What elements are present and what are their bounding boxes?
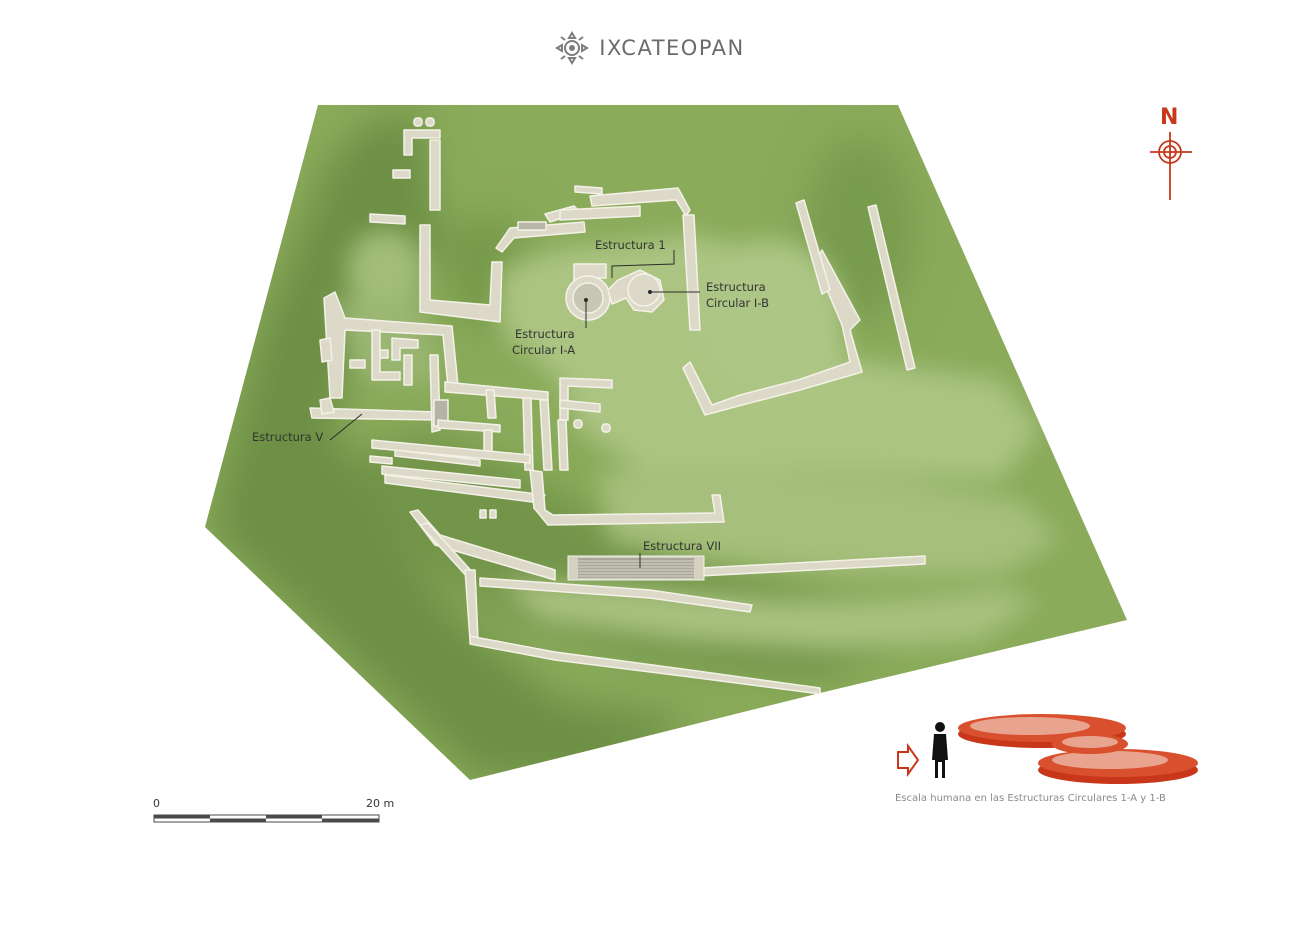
north-arrow: N [1150,105,1192,200]
wall-segment [319,337,333,363]
human-scale-caption: Escala humana en las Estructuras Circula… [895,793,1166,804]
label-circular-1a-line1: Estructura [515,327,575,341]
compass-icon [1150,132,1192,200]
scale-start-label: 0 [153,797,160,810]
wall-segment [319,397,335,415]
ixcateopan-logo-icon [555,31,590,65]
map-header: IXCATEOPAN [0,28,1300,68]
wall-segment [483,429,493,453]
wall-segment [371,329,401,381]
wall-segment [574,185,603,195]
wall-block [479,509,487,519]
wall-segment [429,139,441,211]
scale-bar: 0 20 m [153,797,394,823]
estructura-vii-stair [567,555,705,581]
wall-segment [369,213,406,225]
wall-segment [369,455,393,465]
ruins-walls [309,117,926,695]
circular-structures-3d-icon [958,714,1198,784]
wall-segment [867,204,916,371]
label-estructura-vii: Estructura VII [643,539,721,553]
wall-block [425,117,435,127]
wall-segment [559,205,641,221]
wall-segment [403,354,413,386]
label-circular-1b-line2: Circular I-B [706,296,769,310]
wall-segment [437,419,501,433]
wall-block [379,349,389,359]
label-estructura-1: Estructura 1 [595,238,666,252]
wall-segment [409,509,556,581]
human-figure-icon [932,722,948,778]
leader-lines [329,250,700,568]
wall-segment [559,399,601,413]
wall-block [489,509,497,519]
human-scale: Escala humana en las Estructuras Circula… [895,714,1198,804]
wall-segment [469,635,821,695]
wall-segment [529,469,725,526]
wall-segment [394,449,481,467]
wall-segment [349,359,366,369]
wall-block [601,423,611,433]
wall-segment [557,419,569,471]
wall-segment [419,224,503,323]
site-title: IXCATEOPAN [599,36,745,60]
estructura-circular-1b-ring [627,273,661,307]
wall-segment [392,169,411,179]
wall-segment [682,249,863,416]
wall-segment [485,389,497,419]
label-circular-1a-line2: Circular I-A [512,343,575,357]
label-estructura-v: Estructura V [252,430,323,444]
arrow-right-icon [897,742,920,778]
wall-segment [479,577,753,613]
wall-segment [795,199,831,295]
wall-block [413,117,423,127]
scale-end-label: 20 m [366,797,394,810]
wall-slab [517,221,547,231]
leader-estructura-v [329,413,363,441]
wall-segment [391,337,419,361]
wall-block [573,419,583,429]
north-label: N [1160,105,1178,130]
wall-segment [381,465,521,489]
leader-dot [648,290,652,294]
estructura-circular-1a-inner [572,282,604,314]
wall-segment [539,399,553,471]
leader-estructura-1 [611,250,675,278]
leader-dot [584,298,588,302]
wall-segment [371,439,531,464]
wall-segment [403,129,441,156]
label-circular-1b-line1: Estructura [706,280,766,294]
